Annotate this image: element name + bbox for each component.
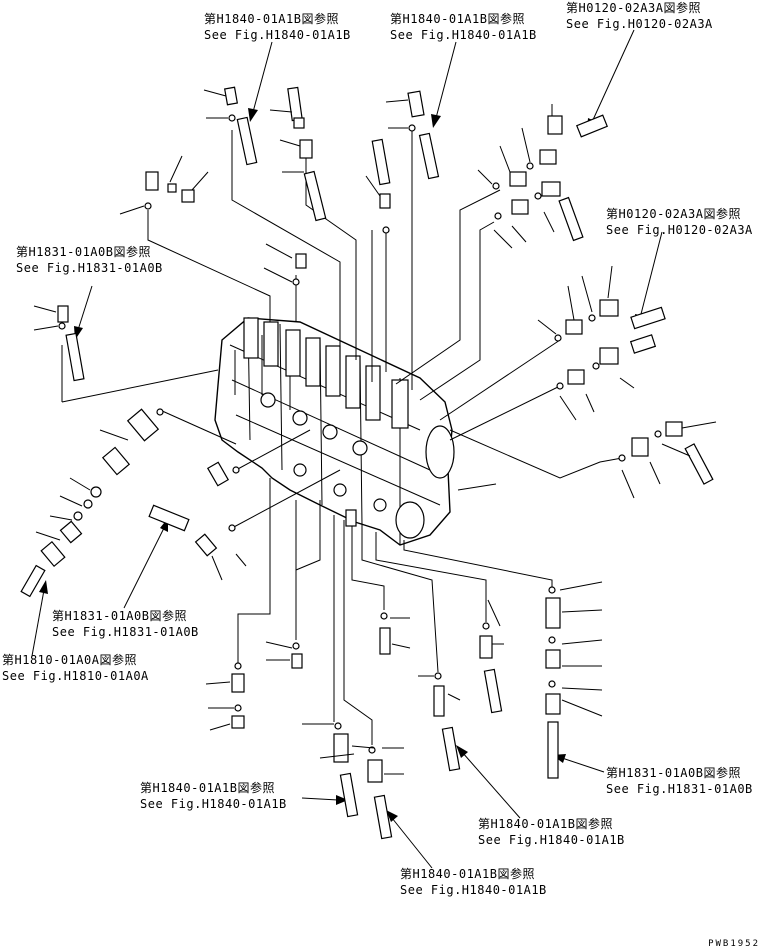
callout-ref-h0120-top-right: 第H0120-02A3A図参照 See Fig.H0120-02A3A	[566, 0, 713, 32]
callout-en: See Fig.H1840-01A1B	[400, 883, 547, 897]
callout-ref-h1840-top-center: 第H1840-01A1B図参照 See Fig.H1840-01A1B	[390, 11, 537, 43]
callout-ja: 第H1840-01A1B図参照	[478, 817, 613, 831]
callout-ref-h1810-left: 第H1810-01A0A図参照 See Fig.H1810-01A0A	[2, 652, 149, 684]
callout-en: See Fig.H1840-01A1B	[204, 28, 351, 42]
callout-en: See Fig.H1831-01A0B	[16, 261, 163, 275]
callout-ref-h1831-left: 第H1831-01A0B図参照 See Fig.H1831-01A0B	[16, 244, 163, 276]
callout-ja: 第H0120-02A3A図参照	[606, 207, 741, 221]
callout-ja: 第H1840-01A1B図参照	[390, 12, 525, 26]
callout-ref-h1840-top-left: 第H1840-01A1B図参照 See Fig.H1840-01A1B	[204, 11, 351, 43]
callout-ref-h1831-lower-left: 第H1831-01A0B図参照 See Fig.H1831-01A0B	[52, 608, 199, 640]
callout-ja: 第H0120-02A3A図参照	[566, 1, 701, 15]
callout-en: See Fig.H0120-02A3A	[566, 17, 713, 31]
callout-leaders	[31, 29, 663, 869]
callout-ja: 第H1840-01A1B図参照	[400, 867, 535, 881]
callout-ja: 第H1831-01A0B図参照	[52, 609, 187, 623]
callout-ja: 第H1810-01A0A図参照	[2, 653, 137, 667]
callout-ja: 第H1840-01A1B図参照	[204, 12, 339, 26]
callout-ref-h1840-bottom-left: 第H1840-01A1B図参照 See Fig.H1840-01A1B	[140, 780, 287, 812]
callout-ja: 第H1840-01A1B図参照	[140, 781, 275, 795]
callout-ja: 第H1831-01A0B図参照	[16, 245, 151, 259]
callout-en: See Fig.H1840-01A1B	[478, 833, 625, 847]
drawing-code: PWB1952	[708, 939, 760, 949]
callout-en: See Fig.H1840-01A1B	[140, 797, 287, 811]
callout-en: See Fig.H0120-02A3A	[606, 223, 753, 237]
control-valve-body	[214, 317, 455, 546]
callout-ref-h1840-bottom-center: 第H1840-01A1B図参照 See Fig.H1840-01A1B	[478, 816, 625, 848]
callout-en: See Fig.H1831-01A0B	[52, 625, 199, 639]
callout-ref-h0120-right: 第H0120-02A3A図参照 See Fig.H0120-02A3A	[606, 206, 753, 238]
fittings-and-hoses	[20, 86, 714, 840]
callout-ja: 第H1831-01A0B図参照	[606, 766, 741, 780]
callout-ref-h1840-bottom: 第H1840-01A1B図参照 See Fig.H1840-01A1B	[400, 866, 547, 898]
part-leader-ticks	[33, 89, 717, 775]
callout-en: See Fig.H1831-01A0B	[606, 782, 753, 796]
callout-en: See Fig.H1840-01A1B	[390, 28, 537, 42]
callout-ref-h1831-bottom-right: 第H1831-01A0B図参照 See Fig.H1831-01A0B	[606, 765, 753, 797]
callout-en: See Fig.H1810-01A0A	[2, 669, 149, 683]
hose-routing-lines	[61, 130, 623, 745]
